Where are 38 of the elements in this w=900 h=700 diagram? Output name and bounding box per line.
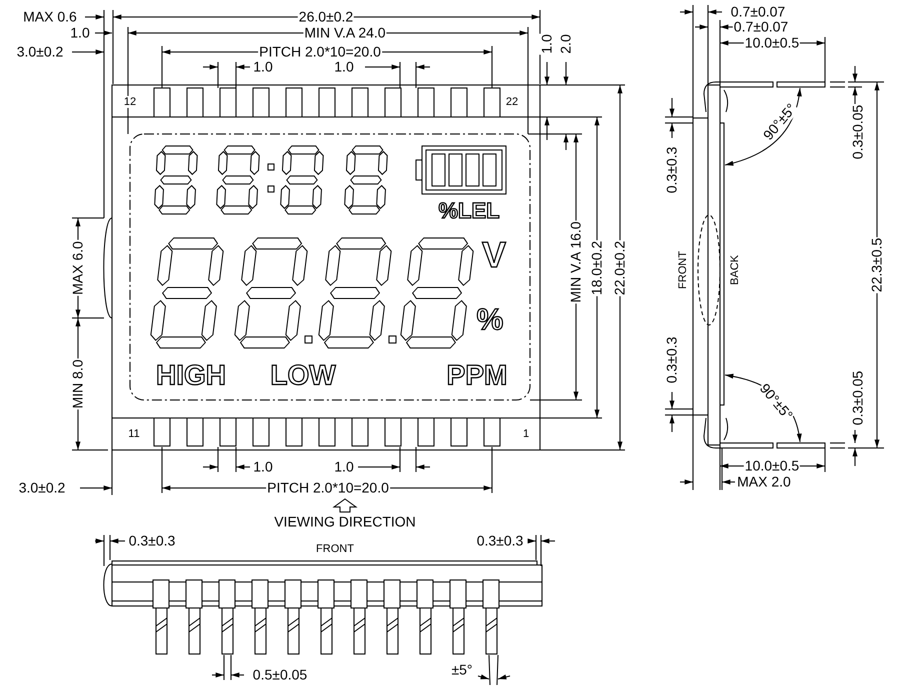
dimension-label: 10.0±0.5 — [744, 458, 800, 474]
pin-number: 12 — [122, 96, 138, 108]
dimension-label: 3.0±0.2 — [18, 480, 66, 496]
dimension-label: MIN 8.0 — [70, 358, 86, 410]
dimension-label: 0.7±0.07 — [732, 19, 790, 35]
dimension-label: 1.0 — [333, 59, 355, 75]
dimension-label: MAX 6.0 — [70, 240, 86, 296]
dimension-label: 10.0±0.5 — [744, 35, 800, 51]
dimension-label: 3.0±0.2 — [16, 44, 64, 60]
dimension-label: 0.3±0.3 — [476, 533, 524, 549]
dimension-label: MIN V.A 24.0 — [303, 25, 387, 41]
dimension-label: 0.3±0.3 — [664, 336, 680, 384]
view-label: FRONT — [676, 250, 690, 290]
dimension-label: 1.0 — [333, 459, 355, 475]
dimension-label: 1.0 — [252, 459, 274, 475]
dimension-label: 0.3±0.05 — [850, 370, 866, 426]
dimension-label: 0.5±0.05 — [252, 667, 308, 683]
dimension-label: MIN V.A 16.0 — [568, 220, 584, 304]
dimension-label: 1.0 — [252, 59, 274, 75]
dimension-label: MAX 0.6 — [22, 9, 78, 25]
dimension-label: 0.3±0.05 — [850, 104, 866, 160]
dimension-label: 22.0±0.2 — [612, 240, 628, 296]
dimension-label: 0.3±0.3 — [664, 146, 680, 194]
dimension-label: PITCH 2.0*10=20.0 — [258, 44, 382, 60]
dimension-label: 1.0 — [69, 25, 91, 41]
dimension-label: PITCH 2.0*10=20.0 — [266, 480, 390, 496]
dimension-label: 22.3±0.5 — [869, 236, 885, 294]
view-label: FRONT — [315, 542, 355, 556]
dimension-label: 0.7±0.07 — [730, 4, 786, 20]
view-label: BACK — [728, 254, 742, 286]
direction-label: VIEWING DIRECTION — [273, 514, 417, 530]
dimension-label: 1.0 — [539, 33, 555, 55]
dimension-label: 2.0 — [558, 33, 574, 55]
dimension-label: ±5° — [450, 662, 474, 678]
dimension-label: 18.0±0.2 — [589, 240, 605, 296]
dimension-label: 0.3±0.3 — [128, 533, 176, 549]
dimension-label: 26.0±0.2 — [298, 9, 354, 25]
dimension-label: MAX 2.0 — [736, 474, 792, 490]
